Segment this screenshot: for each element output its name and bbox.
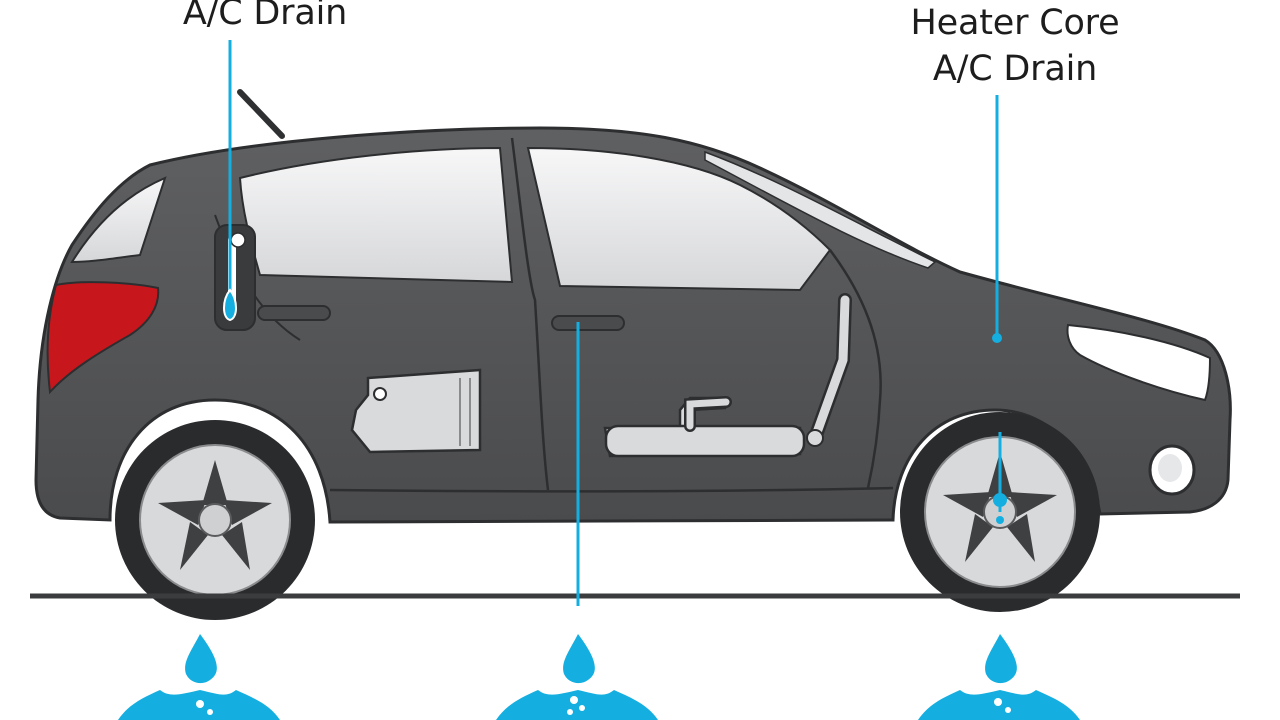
water-drop-icon: [185, 634, 217, 684]
water-drop-icon: [985, 634, 1017, 684]
right-drain-label-line1: Heater Core: [910, 3, 1120, 43]
exhaust-riser-pipe-inner: [686, 398, 730, 430]
fog-light-inner: [1158, 454, 1182, 482]
front-wheel-drain-point: [993, 493, 1007, 507]
water-splash-icon: [496, 690, 658, 720]
rear-side-window: [238, 146, 514, 284]
front-door-seam: [828, 249, 882, 489]
left-drain-drip: [223, 288, 237, 322]
rear-window: [70, 176, 167, 264]
muffler-body: [604, 424, 806, 458]
rear-drain-fitting: [230, 232, 246, 248]
suspension-arm-inner: [810, 295, 850, 443]
water-drip-left: [118, 634, 280, 720]
windshield: [704, 150, 937, 269]
rear-door-seam: [510, 137, 550, 491]
side-sill-line: [329, 486, 894, 493]
front-wheel-drain-point-small: [996, 516, 1004, 524]
tail-light: [46, 281, 160, 395]
right-drain-label-line2: A/C Drain: [932, 49, 1098, 89]
left-drain-label: A/C Drain: [150, 0, 380, 36]
headlight: [1066, 323, 1212, 402]
left-drain-label-text: A/C Drain: [182, 0, 348, 33]
suspension-joint: [806, 429, 824, 447]
water-drip-right: [918, 634, 1080, 720]
antenna: [237, 89, 285, 139]
fuel-tank-fitting: [373, 387, 387, 401]
water-drop-icon: [563, 634, 595, 684]
front-door-handle: [551, 315, 625, 331]
rear-wheel: [115, 420, 315, 620]
front-side-window: [526, 146, 832, 292]
rear-door-handle: [257, 305, 331, 321]
right-drain-label: Heater Core A/C Drain: [880, 0, 1150, 92]
right-drain-point: [992, 333, 1002, 343]
water-drip-center: [496, 634, 658, 720]
